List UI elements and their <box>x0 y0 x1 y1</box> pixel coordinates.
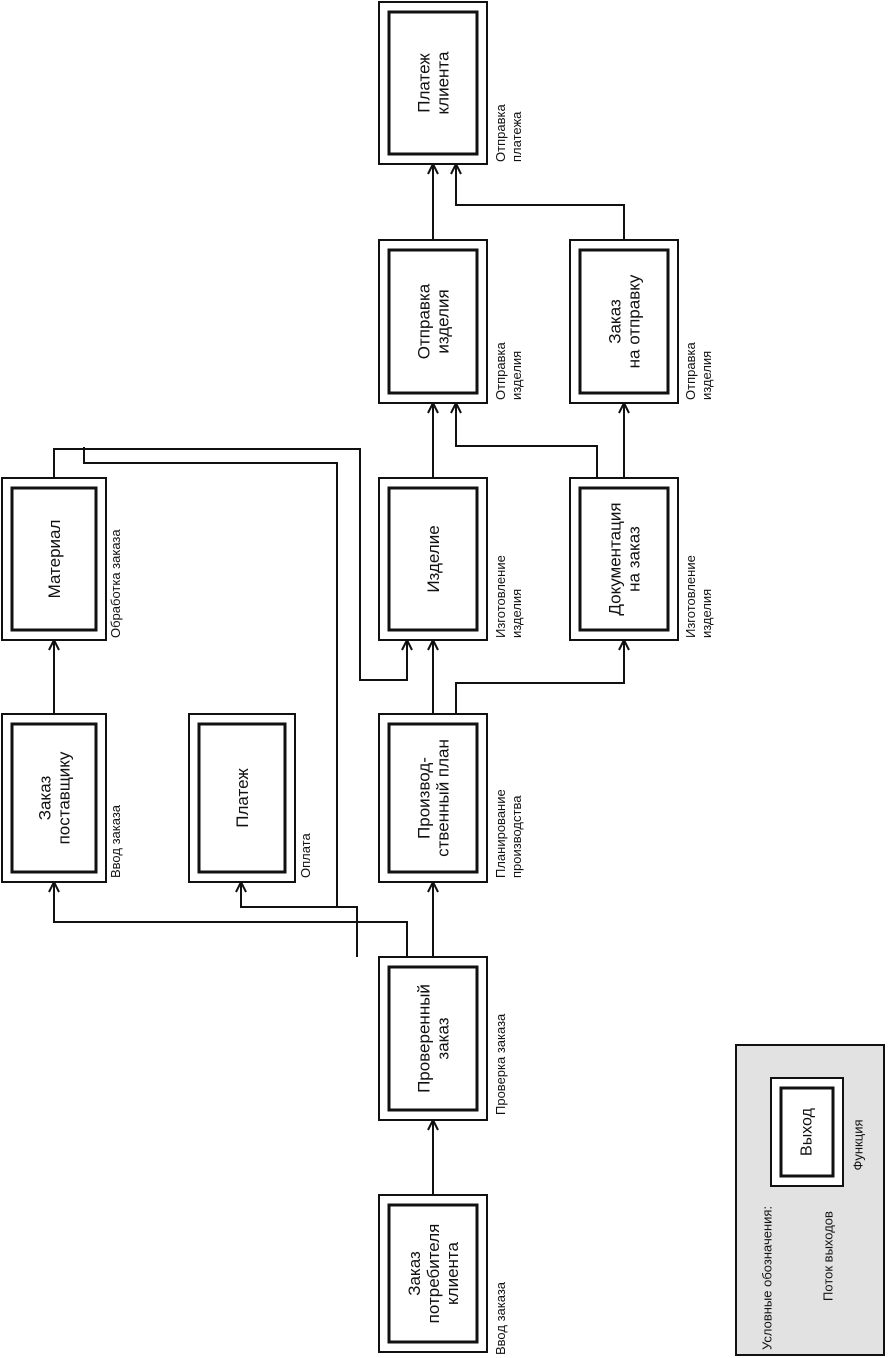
legend-function-label: Функция <box>851 1120 866 1171</box>
output-label-line: Платеж <box>233 768 252 828</box>
box-inner-frame <box>387 1203 479 1344</box>
box-inner-frame <box>10 486 98 632</box>
output-label: Платежклиента <box>415 51 453 114</box>
output-label-line: клиента <box>434 51 453 114</box>
box-inner-frame <box>578 248 670 395</box>
function-label-line: Ввод заказа <box>108 804 123 878</box>
output-label-line: Заказ <box>606 299 625 344</box>
function-label: Отправкаизделия <box>493 342 524 400</box>
output-label: Заказна отправку <box>606 274 644 368</box>
function-label: Отправкаизделия <box>683 342 714 400</box>
output-label-line: Заказ <box>36 775 55 820</box>
function-label: Ввод заказа <box>108 804 123 878</box>
output-label-line: изделия <box>434 289 453 353</box>
box-inner-frame <box>387 486 479 632</box>
output-label-line: потребителя <box>424 1224 443 1324</box>
output-label-line: Отправка <box>415 283 434 359</box>
output-label-line: Документация <box>606 502 625 615</box>
function-label-line: Отправка <box>493 342 508 400</box>
box-inner-frame <box>10 722 98 874</box>
function-label: Изготовлениеизделия <box>493 555 524 638</box>
output-label-line: Материал <box>45 520 64 599</box>
output-label-line: на заказ <box>625 526 644 592</box>
output-label: Заказпоставщику <box>36 751 74 844</box>
output-box-production-plan: Производ-ственный план Планированиепроизв… <box>378 713 524 883</box>
function-label: Изготовлениеизделия <box>683 555 714 638</box>
function-label: Планированиепроизводства <box>493 789 524 878</box>
function-label-line: Планирование <box>493 789 508 878</box>
legend-output-inner <box>779 1086 835 1178</box>
legend-output-label: Выход <box>799 1107 816 1156</box>
flow-checked-order-to-supplier-order <box>54 882 408 957</box>
function-label-line: Изготовление <box>493 555 508 638</box>
output-label-line: Заказ <box>405 1251 424 1296</box>
flow-production-plan-to-documentation <box>455 640 624 714</box>
function-label-line: Изготовление <box>683 555 698 638</box>
function-label: Оплата <box>298 833 313 878</box>
output-label-line: ственный план <box>434 739 453 857</box>
output-label: Проверенныйзаказ <box>415 984 453 1093</box>
function-label-line: производства <box>509 795 524 878</box>
box-inner-frame <box>197 722 287 874</box>
function-label: Проверка заказа <box>493 1013 508 1115</box>
box-inner-frame <box>387 248 479 395</box>
output-label: Платеж <box>233 768 252 828</box>
output-label-line: Проверенный <box>415 984 434 1093</box>
output-label-line: на отправку <box>625 274 644 368</box>
output-label-line: поставщику <box>55 751 74 844</box>
output-label: Документацияна заказ <box>606 502 644 615</box>
legend: Выход Функция Условные обозначения: Пото… <box>735 1044 885 1356</box>
output-label-line: заказ <box>434 1017 453 1059</box>
function-label-line: изделия <box>699 351 714 400</box>
function-label-line: изделия <box>509 589 524 638</box>
flow-shipping-order-to-customer-payment <box>456 164 625 240</box>
output-label-line: клиента <box>443 1241 462 1304</box>
flow-documentation-to-shipment <box>456 403 598 478</box>
function-label-line: Оплата <box>298 833 313 878</box>
function-label: Обработка заказа <box>108 529 123 638</box>
flow-checked-order-to-payment <box>83 447 358 957</box>
output-label-line: Производ- <box>415 757 434 839</box>
function-label-line: Отправка <box>683 342 698 400</box>
output-label: Изделие <box>424 525 443 592</box>
output-box-material: Материал Обработка заказа <box>1 477 123 641</box>
box-inner-frame <box>578 486 670 632</box>
function-label-line: платежа <box>509 111 524 162</box>
output-label-line: Изделие <box>424 525 443 592</box>
legend-flow-label: Поток выходов <box>821 1211 836 1301</box>
function-label-line: Отправка <box>493 104 508 162</box>
flow-payment-input <box>241 882 337 908</box>
output-label: Материал <box>45 520 64 599</box>
function-label: Ввод заказа <box>493 1281 508 1355</box>
output-box-product: Изделие Изготовлениеизделия <box>378 477 524 641</box>
function-label-line: Ввод заказа <box>493 1281 508 1355</box>
output-label: Отправкаизделия <box>415 283 453 359</box>
function-label-line: изделия <box>509 351 524 400</box>
box-inner-frame <box>387 10 479 156</box>
box-inner-frame <box>387 722 479 874</box>
box-inner-frame <box>387 965 479 1112</box>
flow-material-to-product <box>53 448 407 681</box>
output-label-line: Платеж <box>415 53 434 113</box>
output-label: Заказпотребителяклиента <box>405 1224 462 1324</box>
function-label-line: Обработка заказа <box>108 529 123 638</box>
legend-title: Условные обозначения: <box>760 1206 775 1350</box>
function-label-line: изделия <box>699 589 714 638</box>
output-box-checked-order: Проверенныйзаказ Проверка заказа <box>378 956 508 1121</box>
function-label-line: Проверка заказа <box>493 1013 508 1115</box>
output-box-documentation: Документацияна заказ Изготовлениеизделия <box>569 477 714 641</box>
flow-lines <box>54 164 624 1195</box>
function-label: Отправкаплатежа <box>493 104 524 162</box>
output-label: Производ-ственный план <box>415 739 453 857</box>
